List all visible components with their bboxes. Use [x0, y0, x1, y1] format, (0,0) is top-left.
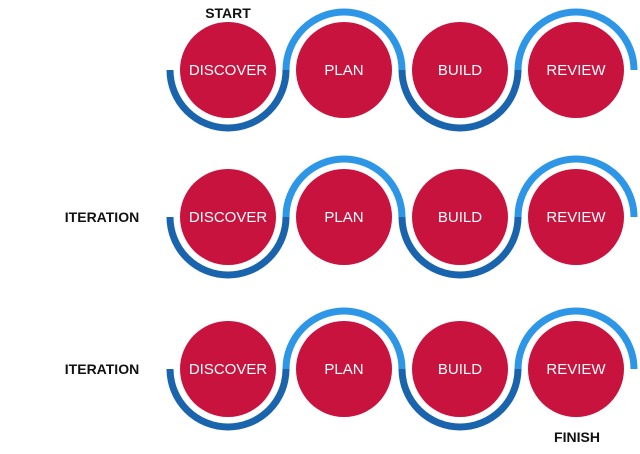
- row-1-arc-2: [282, 8, 406, 71]
- row-2-plan-circle: [296, 169, 392, 265]
- row-3-review-label: REVIEW: [546, 361, 606, 378]
- row-2-arc-4: [514, 155, 638, 218]
- row-2-discover-circle: [180, 169, 276, 265]
- row-1-arc-3: [398, 69, 522, 132]
- row-1-discover-label: DISCOVER: [189, 62, 268, 79]
- row-2-arc-1: [166, 216, 290, 279]
- row-2-build-label: BUILD: [438, 209, 482, 226]
- row-2-review-circle: [528, 169, 624, 265]
- cycle-row-2: ITERATION DISCOVER PLAN BUILD REVIEW: [65, 155, 638, 279]
- row-3-arc-2: [282, 307, 406, 370]
- row-1-build-label: BUILD: [438, 62, 482, 79]
- row-1-plan-circle: [296, 22, 392, 118]
- row-3-label: ITERATION: [65, 361, 139, 377]
- row-3-arc-4: [514, 307, 638, 370]
- finish-label: FINISH: [554, 429, 600, 445]
- row-2-discover-label: DISCOVER: [189, 209, 268, 226]
- row-3-discover-circle: [180, 321, 276, 417]
- row-1-arc-4: [514, 8, 638, 71]
- cycle-row-3: ITERATION DISCOVER PLAN BUILD REVIEW: [65, 307, 638, 431]
- row-3-arc-3: [398, 368, 522, 431]
- row-2-plan-label: PLAN: [324, 209, 363, 226]
- row-2-arc-3: [398, 216, 522, 279]
- row-2-review-label: REVIEW: [546, 209, 606, 226]
- row-1-plan-label: PLAN: [324, 62, 363, 79]
- row-1-review-circle: [528, 22, 624, 118]
- row-3-build-circle: [412, 321, 508, 417]
- start-label: START: [205, 5, 251, 21]
- row-2-label: ITERATION: [65, 209, 139, 225]
- row-3-discover-label: DISCOVER: [189, 361, 268, 378]
- row-2-arc-2: [282, 155, 406, 218]
- row-3-build-label: BUILD: [438, 361, 482, 378]
- row-3-arc-1: [166, 368, 290, 431]
- cycle-row-1: DISCOVER PLAN BUILD REVIEW: [166, 8, 638, 132]
- row-1-review-label: REVIEW: [546, 62, 606, 79]
- row-3-review-circle: [528, 321, 624, 417]
- row-1-build-circle: [412, 22, 508, 118]
- row-3-plan-circle: [296, 321, 392, 417]
- row-2-build-circle: [412, 169, 508, 265]
- row-1-discover-circle: [180, 22, 276, 118]
- row-3-plan-label: PLAN: [324, 361, 363, 378]
- row-1-arc-1: [166, 69, 290, 132]
